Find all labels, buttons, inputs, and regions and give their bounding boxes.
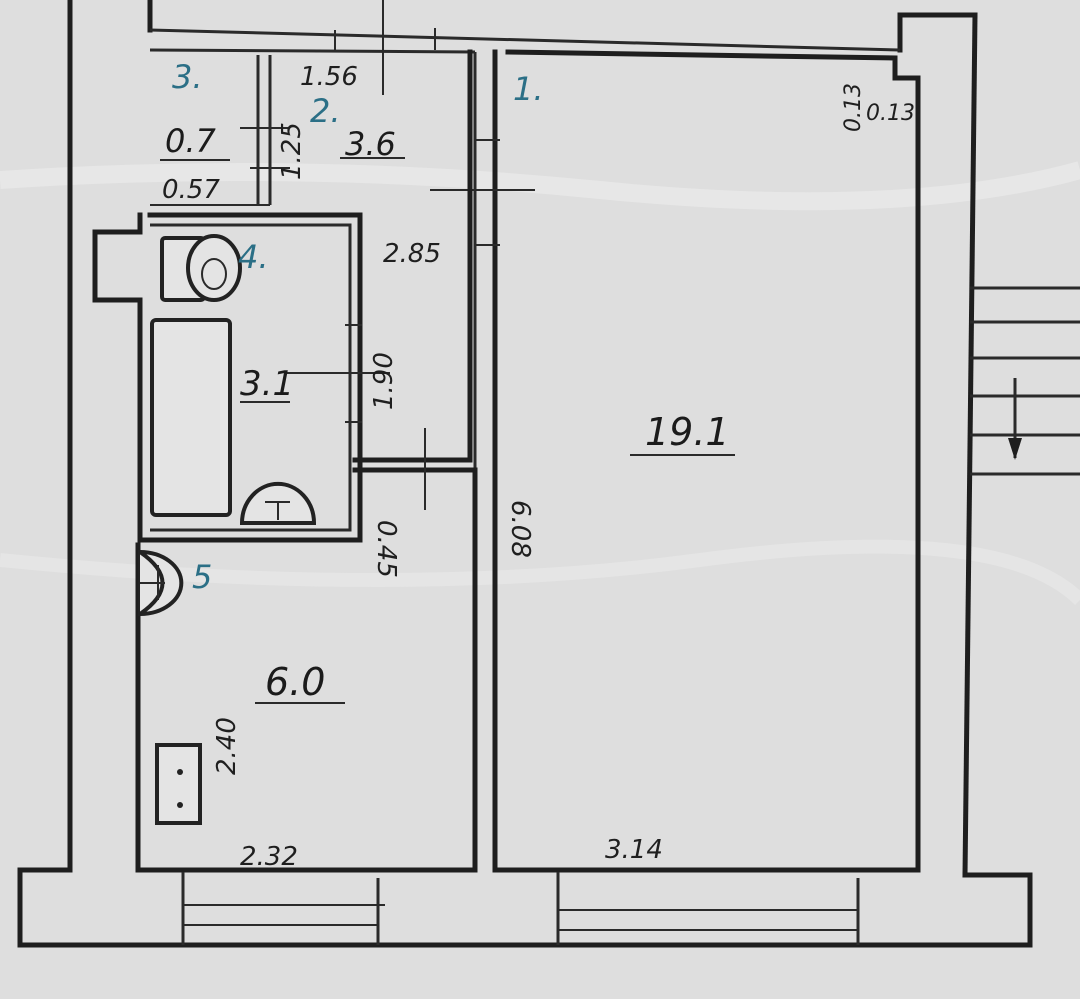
area-living: 19.1: [645, 410, 730, 454]
paper-fold: [0, 161, 1080, 211]
window-kitchen: [181, 872, 385, 945]
stove-fixture: [155, 743, 202, 825]
room-closet: [150, 55, 290, 206]
dim-kitchen-width: 2.32: [240, 842, 298, 872]
stairs: [970, 286, 1080, 476]
paper-fold: [0, 539, 1080, 606]
dim-closet-height: 1.25: [277, 122, 307, 180]
toilet-fixture: [160, 234, 242, 302]
room-number-hallway: 2.: [310, 92, 341, 130]
washbasin-fixture: [239, 481, 317, 525]
dim-wall-offset-a: 0.13: [841, 83, 866, 132]
window-living: [556, 872, 860, 945]
area-closet: 0.7: [165, 122, 217, 160]
room-hallway: [352, 49, 473, 510]
room-number-bathroom: 4.: [238, 238, 269, 276]
dim-wall-offset-b: 0.13: [866, 101, 915, 126]
bathtub-fixture: [150, 318, 232, 517]
room-number-closet: 3.: [172, 58, 203, 96]
dim-hall-length: 2.85: [383, 239, 441, 269]
room-number-kitchen: 5: [192, 558, 212, 596]
area-bathroom: 3.1: [240, 364, 294, 404]
area-hallway: 3.6: [345, 125, 396, 163]
dim-bath-length: 1.90: [369, 352, 399, 410]
area-kitchen: 6.0: [265, 660, 325, 704]
dim-living-width: 3.14: [605, 835, 663, 865]
dim-living-length: 6.08: [505, 500, 535, 558]
room-number-living: 1.: [513, 70, 544, 108]
room-bathroom: [92, 212, 390, 543]
dim-closet-width: 0.57: [162, 175, 220, 205]
kitchen-sink-fixture: [138, 549, 184, 617]
exterior-walls: [17, 0, 1033, 948]
dim-door-gap: 0.45: [371, 520, 401, 578]
dim-kitchen-depth: 2.40: [212, 717, 242, 775]
dim-corridor-top: 1.56: [300, 62, 358, 92]
